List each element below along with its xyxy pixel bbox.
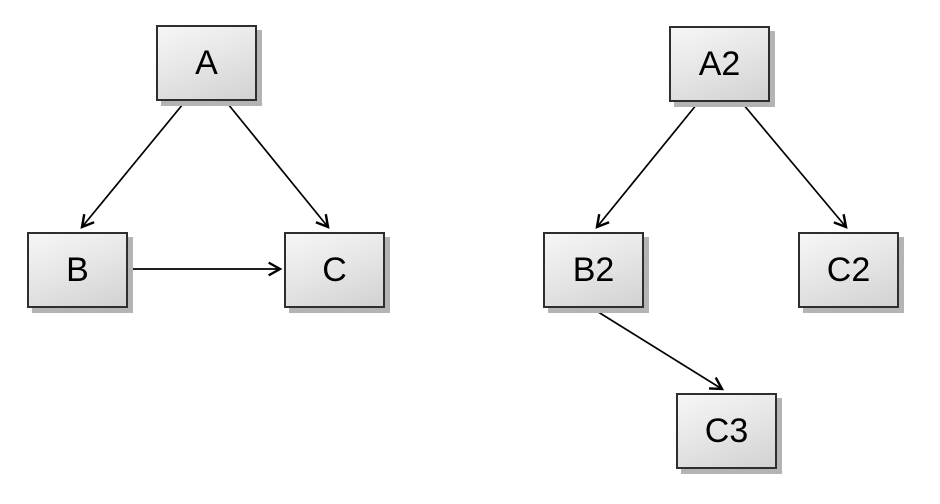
edge-a2-to-c2 bbox=[742, 103, 848, 229]
node-c2[interactable]: C2 bbox=[798, 232, 899, 308]
node-c2-label: C2 bbox=[826, 251, 871, 289]
node-a[interactable]: A bbox=[156, 25, 257, 101]
node-b2[interactable]: B2 bbox=[543, 232, 644, 308]
node-a-label: A bbox=[195, 44, 218, 82]
node-c-label: C bbox=[322, 251, 347, 289]
node-c3-label: C3 bbox=[704, 412, 749, 450]
node-c3[interactable]: C3 bbox=[676, 393, 777, 469]
node-b-label: B bbox=[66, 251, 89, 289]
node-c[interactable]: C bbox=[284, 232, 385, 308]
node-a2[interactable]: A2 bbox=[669, 26, 770, 102]
node-a2-label: A2 bbox=[698, 45, 741, 83]
node-b[interactable]: B bbox=[27, 232, 128, 308]
node-b2-label: B2 bbox=[572, 251, 615, 289]
edge-a-to-c bbox=[227, 103, 330, 229]
edge-b2-to-c3 bbox=[594, 309, 725, 391]
edge-a2-to-b2 bbox=[595, 103, 698, 229]
edge-a-to-b bbox=[80, 103, 184, 229]
